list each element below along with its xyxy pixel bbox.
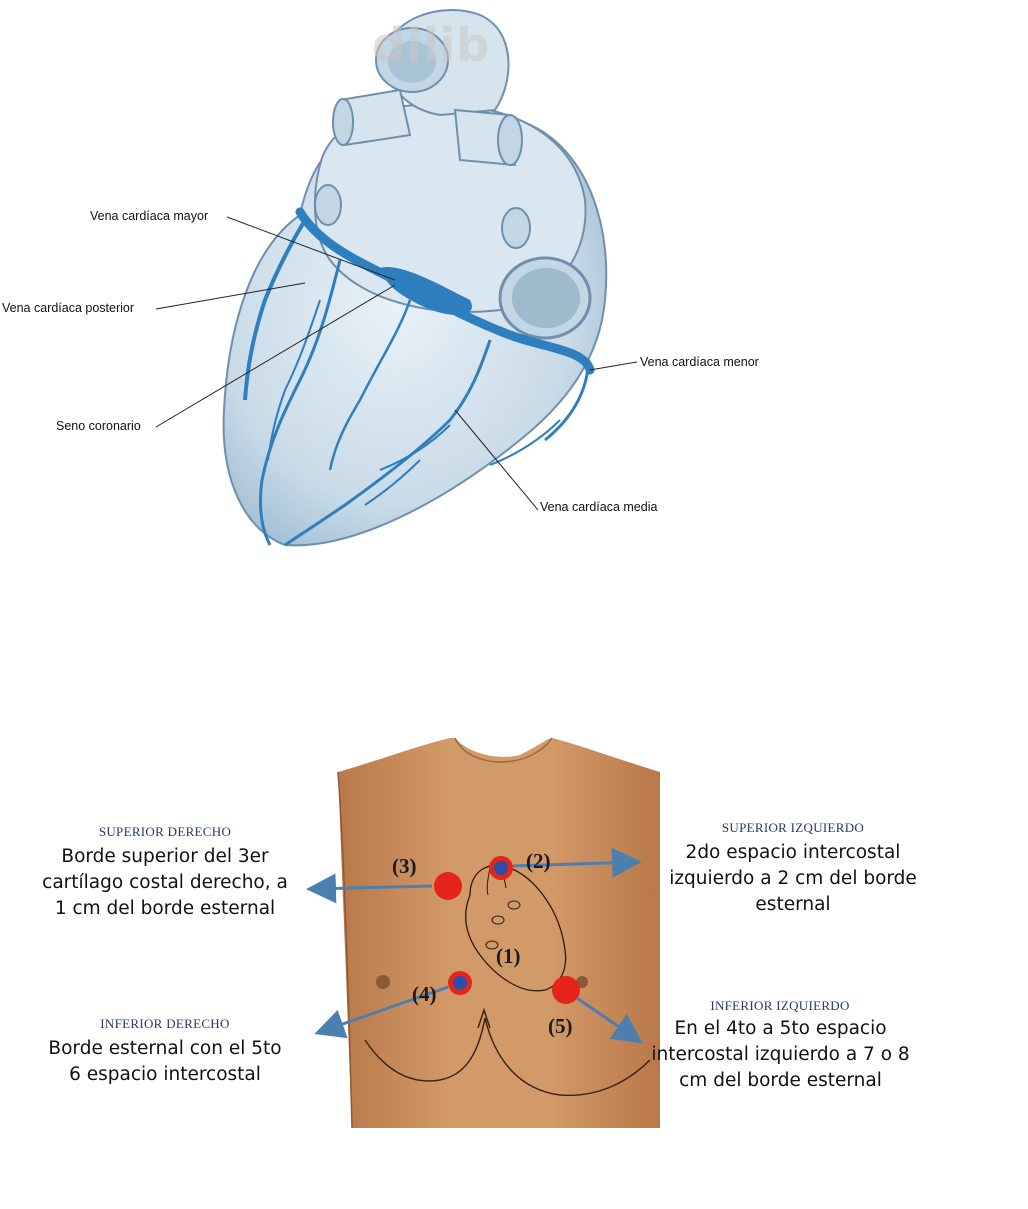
great-cardiac-vein-vessel [243,218,307,401]
text-inferior-right-line-1: Borde esternal con el 5to [48,1038,282,1059]
point-number-3: (3) [392,854,417,878]
heading-inferior-left: INFERIOR IZQUIERDO [710,998,850,1013]
text-superior-right-line-2: cartílago costal derecho, a [42,872,288,893]
point-number-2: (2) [526,849,551,873]
text-superior-right: Borde superior del 3er cartílago costal … [20,844,310,922]
middle-cardiac-vein-vessel [284,339,492,547]
neck-shadow [454,737,553,763]
label-great-cardiac-vein: Vena cardíaca mayor [90,209,209,223]
text-inferior-right-line-2: 6 espacio intercostal [69,1064,261,1085]
sternum-notch [477,1007,491,1029]
text-inferior-left-line-3: cm del borde esternal [679,1070,882,1091]
torso-left-edge [337,771,353,1129]
inferior-vena-cava-lumen [512,268,580,328]
branch-vein-3 [364,424,451,506]
small-cardiac-vein-vessel [544,367,590,442]
text-superior-right-line-3: 1 cm del borde esternal [54,898,276,919]
label-middle-cardiac-vein: Vena cardíaca media [540,500,658,514]
text-superior-left-line-1: 2do espacio intercostal [685,842,901,863]
torso [338,738,660,1128]
valve-sketch-1 [491,915,505,925]
point-number-4: (4) [412,982,437,1006]
text-inferior-left-line-2: intercostal izquierdo a 7 o 8 [651,1044,910,1065]
pulmonary-opening [332,98,354,146]
text-inferior-left: En el 4to a 5to espacio intercostal izqu… [628,1016,933,1094]
leader-coronary-sinus [155,284,396,428]
electrode-3 [434,872,462,900]
leader-middle-cardiac-vein [454,409,539,511]
point-number-5: (5) [548,1014,573,1038]
leader-posterior-cardiac-vein [155,282,306,310]
arrow-inferior-right [314,985,449,1039]
label-small-cardiac-vein: Vena cardíaca menor [640,355,759,369]
arrow-superior-right [306,873,433,904]
leader-great-cardiac-vein [226,216,396,281]
right-vessel-opening [497,114,523,166]
branch-vein-1 [328,299,412,471]
heading-inferior-right: INFERIOR DERECHO [100,1016,230,1031]
electrode-4 [453,976,467,990]
aorta-lumen [388,41,436,83]
text-superior-left-line-2: izquierdo a 2 cm del borde [669,868,917,889]
heart-illustration [155,9,638,547]
valve-sketch-3 [485,940,499,950]
right-pulmonary-vein-opening [501,207,531,249]
label-coronary-sinus: Seno coronario [56,419,141,433]
branch-vein-2 [267,299,321,461]
arrow-superior-left [512,847,642,878]
text-superior-left: 2do espacio intercostal izquierdo a 2 cm… [648,840,938,918]
posterior-cardiac-vein-vessel [258,259,342,546]
label-posterior-cardiac-vein: Vena cardíaca posterior [2,301,135,315]
leader-small-cardiac-vein [589,361,638,371]
text-inferior-left-line-1: En el 4to a 5to espacio [674,1018,887,1039]
text-superior-left-line-3: esternal [755,894,831,915]
chest-lower-contour-left [364,1017,486,1082]
electrode-2 [494,861,508,875]
heading-superior-right: SUPERIOR DERECHO [98,824,232,839]
text-inferior-right: Borde esternal con el 5to 6 espacio inte… [20,1036,310,1088]
nipple-left [376,975,390,989]
left-pulmonary-vein-opening [314,184,342,226]
valve-sketch-2 [507,900,521,910]
heading-superior-left: SUPERIOR IZQUIERDO [721,820,865,835]
electrode-5 [552,976,580,1004]
chest-illustration [306,737,660,1129]
coronary-sinus-bulge [380,267,472,316]
chest-lower-contour-right [484,1017,651,1097]
text-superior-right-line-1: Borde superior del 3er [61,846,269,867]
watermark: dilib [372,18,491,72]
point-number-1: (1) [496,944,521,968]
arrow-inferior-left [576,996,643,1044]
